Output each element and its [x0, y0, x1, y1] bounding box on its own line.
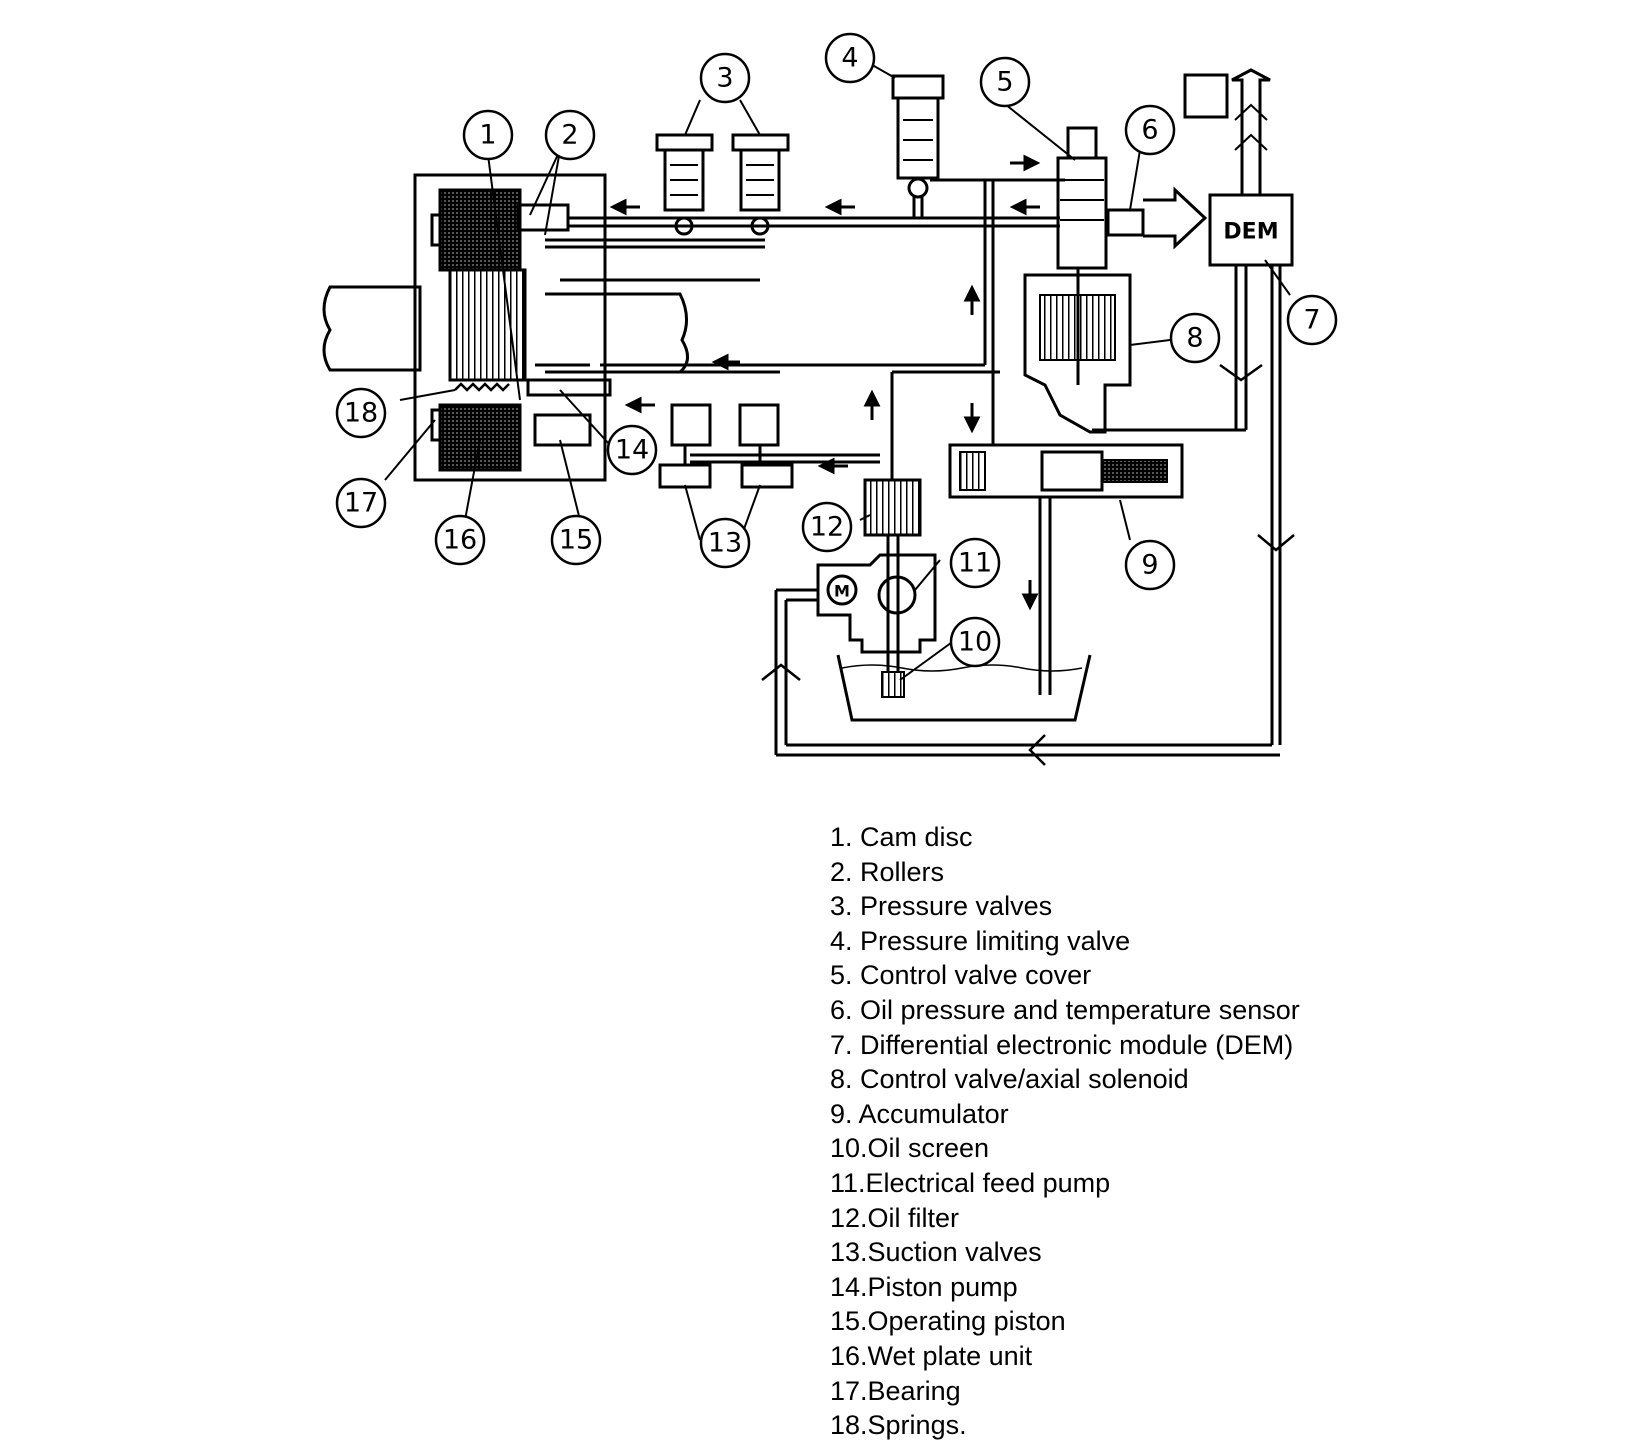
- svg-text:4: 4: [841, 43, 858, 74]
- callout-8: 8: [1169, 312, 1221, 364]
- legend-item: 14.Piston pump: [830, 1271, 1018, 1302]
- svg-text:16: 16: [443, 525, 477, 556]
- cam-disc: [448, 268, 527, 382]
- legend-item: 1. Cam disc: [830, 822, 973, 852]
- operating-piston: [533, 413, 592, 447]
- legend-item: 2. Rollers: [830, 856, 945, 887]
- pressure-valve-right: [731, 133, 790, 236]
- legend-item: 10.Oil screen: [830, 1133, 990, 1164]
- pressure-limiting-valve: [891, 74, 1065, 218]
- legend-item: 17.Bearing: [830, 1375, 961, 1406]
- svg-text:12: 12: [810, 512, 844, 543]
- legend-item: 15.Operating piston: [830, 1306, 1066, 1337]
- callout-3: 3: [699, 52, 751, 104]
- motor-label: M: [834, 582, 850, 601]
- oil-screen: [881, 671, 905, 698]
- callout-14: 14: [606, 424, 658, 476]
- svg-text:5: 5: [996, 67, 1013, 98]
- callouts: 1 2 3 4 5 6 7 8 9 10 11 12 13 14 15 16 1…: [335, 32, 1338, 668]
- svg-text:11: 11: [958, 548, 992, 579]
- output-shaft: [545, 292, 689, 374]
- electrical-feed-pump: M: [816, 535, 937, 698]
- svg-text:7: 7: [1303, 305, 1320, 336]
- callout-17: 17: [335, 477, 387, 529]
- callout-15: 15: [550, 514, 602, 566]
- svg-text:10: 10: [958, 627, 992, 658]
- legend-item: 9. Accumulator: [830, 1098, 1009, 1129]
- callout-7: 7: [1286, 294, 1338, 346]
- legend-item: 13.Suction valves: [830, 1237, 1042, 1268]
- parts-legend: 1. Cam disc 2. Rollers 3. Pressure valve…: [830, 820, 1300, 1443]
- oil-filter: [863, 478, 922, 537]
- callout-9: 9: [1124, 539, 1176, 591]
- callout-10: 10: [949, 616, 1001, 668]
- callout-12: 12: [801, 501, 853, 553]
- suction-valve-right: [738, 403, 794, 489]
- svg-text:6: 6: [1141, 115, 1158, 146]
- legend-item: 16.Wet plate unit: [830, 1340, 1033, 1371]
- hydraulic-schematic: DEM: [322, 32, 1338, 766]
- callout-5: 5: [979, 56, 1031, 108]
- callout-2: 2: [544, 109, 596, 161]
- svg-text:13: 13: [708, 528, 742, 559]
- callout-4: 4: [824, 32, 876, 84]
- legend-item: 18.Springs.: [830, 1410, 967, 1441]
- svg-text:1: 1: [479, 120, 496, 151]
- legend-item: 11.Electrical feed pump: [830, 1167, 1111, 1198]
- svg-text:17: 17: [344, 488, 378, 519]
- pressure-valve-left: [655, 133, 714, 236]
- svg-text:9: 9: [1141, 550, 1158, 581]
- connector-icon: [1183, 73, 1229, 119]
- oil-pressure-temperature-sensor: [1106, 186, 1208, 250]
- callout-16: 16: [434, 514, 486, 566]
- dem-label: DEM: [1223, 220, 1278, 245]
- svg-text:3: 3: [716, 63, 733, 94]
- clutch-housing: [413, 173, 607, 482]
- callout-6: 6: [1124, 104, 1176, 156]
- legend-item: 6. Oil pressure and temperature sensor: [830, 994, 1300, 1025]
- rollers: [516, 203, 570, 232]
- input-shaft: [322, 285, 422, 372]
- callout-11: 11: [949, 537, 1001, 589]
- legend-item: 5. Control valve cover: [830, 960, 1092, 991]
- svg-text:15: 15: [559, 525, 593, 556]
- springs: [454, 382, 510, 392]
- legend-item: 3. Pressure valves: [830, 891, 1053, 922]
- legend-item: 12.Oil filter: [830, 1202, 960, 1233]
- svg-text:18: 18: [344, 398, 378, 429]
- legend-item: 7. Differential electronic module (DEM): [830, 1029, 1294, 1060]
- accumulator: [948, 443, 1184, 695]
- control-valve: [1023, 126, 1132, 434]
- legend-item: 4. Pressure limiting valve: [830, 925, 1131, 956]
- callout-13: 13: [699, 517, 751, 569]
- oil-sump: [836, 654, 1092, 722]
- dem-module: DEM: [1092, 68, 1295, 745]
- axial-solenoid: [1023, 273, 1132, 434]
- svg-text:2: 2: [561, 120, 578, 151]
- legend-item: 8. Control valve/axial solenoid: [830, 1064, 1189, 1095]
- callout-18: 18: [335, 387, 387, 439]
- piston-pump: [526, 363, 612, 397]
- svg-text:8: 8: [1186, 323, 1203, 354]
- callout-1: 1: [462, 109, 514, 161]
- svg-text:14: 14: [615, 435, 649, 466]
- suction-valve-left: [658, 403, 712, 489]
